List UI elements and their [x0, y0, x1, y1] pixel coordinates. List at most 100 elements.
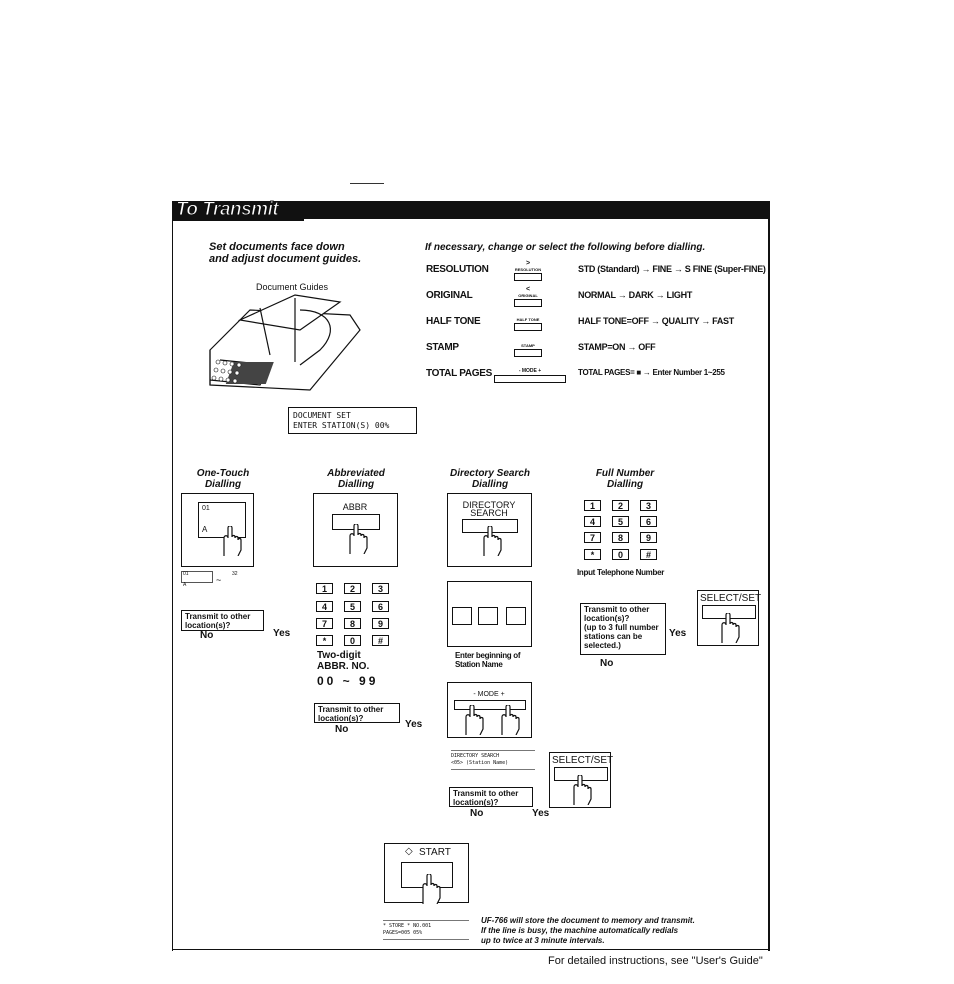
- option-name: HALF TONE: [426, 316, 481, 327]
- pointing-hand-icon: [349, 524, 368, 554]
- keypad-key[interactable]: 1: [316, 583, 333, 594]
- keypad-key[interactable]: 4: [316, 601, 333, 612]
- lcd-line2: ENTER STATION(S) 00%: [293, 421, 390, 430]
- keypad-key[interactable]: 0: [612, 549, 629, 560]
- lcd-line1: DOCUMENT SET: [293, 411, 351, 420]
- keypad-key[interactable]: 5: [344, 601, 361, 612]
- pointing-hand-icon: [483, 526, 502, 556]
- directory-panel: DIRECTORY SEARCH: [447, 493, 532, 567]
- top-rule: [350, 183, 384, 184]
- keypad-key[interactable]: 6: [640, 516, 657, 527]
- keypad-key[interactable]: 7: [316, 618, 333, 629]
- full-yes: Yes: [669, 628, 687, 639]
- page-title: To Transmit: [175, 199, 279, 221]
- option-sequence: TOTAL PAGES= ■ → Enter Number 1~255: [578, 368, 725, 377]
- title-banner: [172, 201, 769, 219]
- keypad-key[interactable]: #: [640, 549, 657, 560]
- keypad-key[interactable]: 3: [372, 583, 389, 594]
- start-icon: ◇: [405, 846, 413, 857]
- frame-bottom: [172, 949, 769, 950]
- option-original: ORIGINAL < ORIGINAL NORMAL → DARK → LIGH…: [426, 286, 766, 307]
- pointing-hand-icon: [721, 613, 740, 643]
- frame-left: [172, 201, 173, 951]
- select-set-label: SELECT/SET: [700, 593, 762, 604]
- keypad-key[interactable]: 2: [612, 500, 629, 511]
- document-guides-label: Document Guides: [256, 282, 329, 292]
- footer-note: For detailed instructions, see "User's G…: [548, 955, 763, 967]
- full-caption: Input Telephone Number: [577, 568, 665, 577]
- mode-button-large[interactable]: [454, 700, 526, 710]
- option-name: STAMP: [426, 342, 459, 353]
- pointing-hand-icon: [422, 874, 441, 904]
- option-resolution: RESOLUTION > RESOLUTION STD (Standard) →…: [426, 260, 766, 281]
- abbr-caption1: Two-digit: [317, 650, 361, 661]
- pointing-hand-icon: [573, 775, 592, 805]
- keypad-key[interactable]: 5: [612, 516, 629, 527]
- abbr-label: ABBR: [342, 502, 368, 512]
- directory-keys-panel: [447, 581, 532, 647]
- one-touch-key-letter: A: [202, 525, 208, 534]
- keypad-key[interactable]: *: [316, 635, 333, 646]
- abbr-keypad: 1 2 3 4 5 6 7 8 9 * 0 #: [314, 581, 399, 651]
- abbr-caption2: ABBR. NO.: [317, 661, 370, 672]
- keypad-key[interactable]: 6: [372, 601, 389, 612]
- pointing-hand-icon: [223, 526, 242, 556]
- keypad-key[interactable]: 9: [372, 618, 389, 629]
- mode-button[interactable]: - MODE +: [494, 368, 566, 383]
- directory-caption2: Station Name: [455, 660, 503, 669]
- option-stamp: STAMP STAMP STAMP=ON → OFF: [426, 338, 766, 358]
- one-touch-yes: Yes: [273, 628, 291, 639]
- start-panel: ◇ START: [384, 843, 469, 904]
- directory-no: No: [470, 808, 484, 819]
- original-button[interactable]: < ORIGINAL: [514, 286, 542, 307]
- directory-lcd: DIRECTORY SEARCH <05> (Station Name): [451, 750, 535, 770]
- keypad-key[interactable]: 1: [584, 500, 601, 511]
- fax-machine-illustration: [209, 294, 361, 391]
- option-name: ORIGINAL: [426, 290, 473, 301]
- keypad-key[interactable]: 0: [344, 635, 361, 646]
- keypad-key[interactable]: #: [372, 635, 389, 646]
- pointing-hand-icon: [501, 705, 520, 735]
- resolution-button[interactable]: > RESOLUTION: [514, 260, 542, 281]
- step1-line2: and adjust document guides.: [209, 253, 362, 265]
- step1-line1: Set documents face down: [209, 241, 345, 253]
- option-name: TOTAL PAGES: [426, 368, 492, 379]
- keypad-key[interactable]: 9: [640, 532, 657, 543]
- keypad-key[interactable]: *: [584, 549, 601, 560]
- option-sequence: HALF TONE=OFF → QUALITY → FAST: [578, 316, 734, 326]
- final-note: UF-766 will store the document to memory…: [481, 916, 695, 945]
- options-heading: If necessary, change or select the follo…: [425, 242, 706, 253]
- directory-select-set-panel: SELECT/SET: [549, 752, 614, 808]
- one-touch-key[interactable]: 01 A: [198, 502, 246, 538]
- main-lcd-display: DOCUMENT SET ENTER STATION(S) 00%: [288, 407, 417, 434]
- directory-mode-panel: - MODE +: [447, 682, 532, 738]
- stamp-button[interactable]: STAMP: [514, 343, 542, 357]
- halftone-button[interactable]: HALF TONE: [514, 317, 542, 331]
- one-touch-key-num: 01: [202, 505, 210, 512]
- start-lcd: * STORE * NO.001 PAGES=005 05%: [383, 920, 469, 940]
- option-halftone: HALF TONE HALF TONE HALF TONE=OFF → QUAL…: [426, 312, 766, 332]
- keypad-key[interactable]: 8: [344, 618, 361, 629]
- keypad-key[interactable]: 7: [584, 532, 601, 543]
- keypad-key[interactable]: 4: [584, 516, 601, 527]
- keypad-key[interactable]: 8: [612, 532, 629, 543]
- pointing-hand-icon: [465, 705, 484, 735]
- abbr-no: No: [335, 724, 349, 735]
- option-name: RESOLUTION: [426, 264, 489, 275]
- start-label: START: [419, 847, 451, 858]
- select-set-label: SELECT/SET: [552, 755, 614, 766]
- option-total-pages: TOTAL PAGES - MODE + TOTAL PAGES= ■ → En…: [426, 364, 766, 384]
- frame-right: [768, 201, 770, 951]
- abbr-range: 00 ~ 99: [317, 674, 379, 688]
- keypad-key[interactable]: 3: [640, 500, 657, 511]
- directory-label2: SEARCH: [470, 508, 508, 518]
- one-touch-range: 01 A ~ 32: [181, 571, 238, 588]
- option-sequence: STD (Standard) → FINE → S FINE (Super-FI…: [578, 264, 766, 274]
- keypad-key[interactable]: 2: [344, 583, 361, 594]
